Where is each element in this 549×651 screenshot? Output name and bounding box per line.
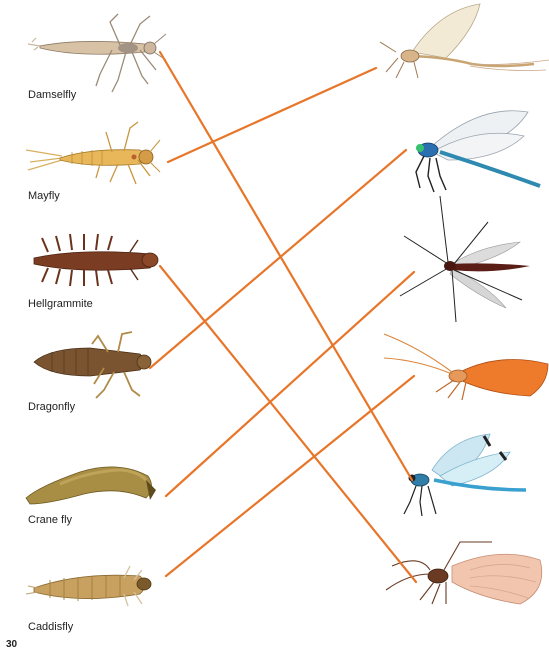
damselfly-nymph-icon: [28, 14, 166, 92]
larva-label-hellgrammite: Hellgrammite: [28, 298, 93, 310]
larva-label-dragonfly: Dragonfly: [28, 401, 76, 413]
mayfly-nymph-icon: [26, 122, 160, 184]
match-line-mayfly: [168, 68, 376, 162]
match-line-hellgrammite: [160, 266, 416, 582]
page-number: 30: [6, 639, 18, 650]
hellgrammite-larva-icon: [34, 234, 158, 286]
match-line-caddisfly: [166, 376, 414, 576]
caddisfly-larva-icon: [26, 566, 151, 606]
damselfly-adult-light-blue-icon: [404, 434, 526, 516]
matching-lines: [150, 52, 416, 582]
larva-label-caddisfly: Caddisfly: [28, 621, 74, 633]
larva-label-mayfly: Mayfly: [28, 190, 60, 202]
crane-fly-larva-icon: [26, 467, 156, 504]
damselfly-adult-blue-icon: [416, 111, 540, 192]
dragonfly-nymph-icon: [34, 332, 151, 398]
larva-label-damselfly: Damselfly: [28, 89, 77, 101]
crane-fly-adult-icon: [400, 196, 530, 322]
mayfly-adult-icon: [380, 4, 549, 78]
caddisfly-adult-orange-icon: [384, 334, 548, 400]
match-line-crane-fly: [166, 272, 414, 496]
match-line-dragonfly: [150, 150, 406, 368]
larva-label-crane-fly: Crane fly: [28, 514, 73, 526]
match-line-damselfly: [160, 52, 412, 480]
